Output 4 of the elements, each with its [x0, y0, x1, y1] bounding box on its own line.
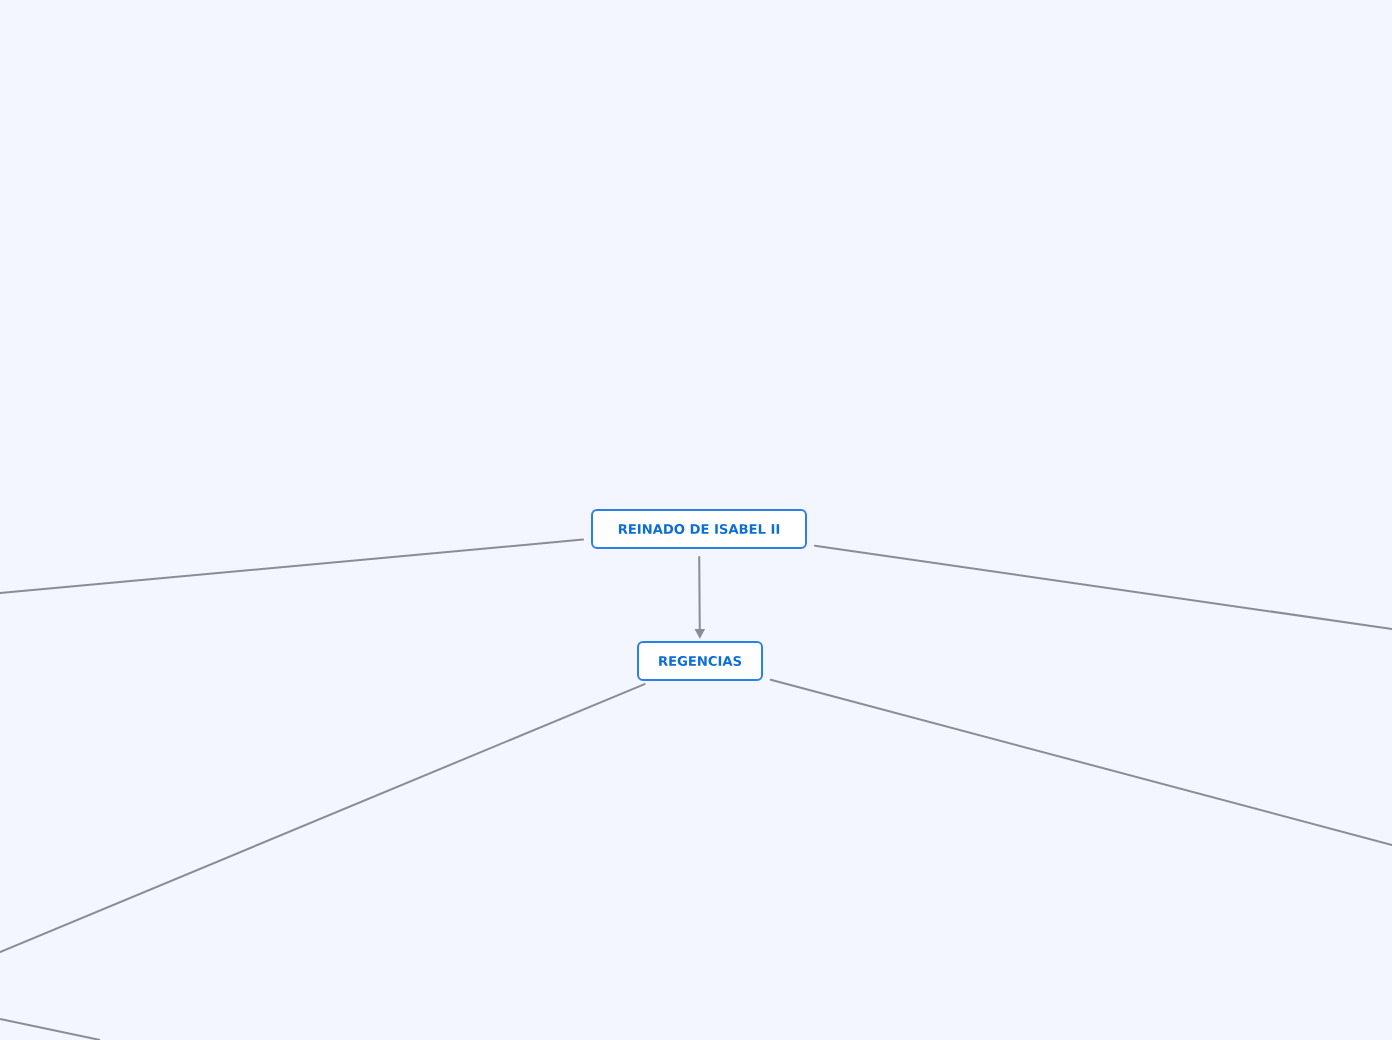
connector-line: [0, 538, 585, 594]
connector-line: [813, 544, 1392, 630]
connector-line: [0, 683, 646, 953]
connector-line: [769, 678, 1392, 846]
